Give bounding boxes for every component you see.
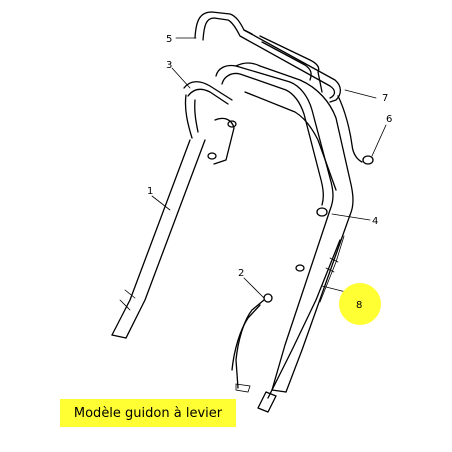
caption-label: Modèle guidon à levier xyxy=(60,399,236,427)
highlight-circle xyxy=(339,283,381,325)
fasteners xyxy=(207,120,374,272)
main-frame xyxy=(215,62,354,216)
part-label-2: 2 xyxy=(238,268,244,279)
part-label-6: 6 xyxy=(386,114,392,125)
cable-8 xyxy=(257,235,345,413)
part-label-1: 1 xyxy=(147,186,153,197)
knob-4 xyxy=(316,207,328,217)
left-leg xyxy=(111,117,235,339)
part-numbers: 1 2 3 4 5 6 7 8 xyxy=(147,34,392,311)
cable-7 xyxy=(337,95,363,163)
cable-2 xyxy=(231,293,273,393)
part-label-4: 4 xyxy=(372,216,378,227)
leader-lines xyxy=(151,37,387,299)
part-label-3: 3 xyxy=(166,60,172,71)
part-label-8: 8 xyxy=(356,300,362,311)
middle-handle xyxy=(183,81,233,139)
part-label-5: 5 xyxy=(166,34,172,45)
upper-handle xyxy=(194,11,342,103)
knob-6 xyxy=(362,155,374,165)
part-label-7: 7 xyxy=(382,93,388,104)
right-leg xyxy=(271,209,351,393)
